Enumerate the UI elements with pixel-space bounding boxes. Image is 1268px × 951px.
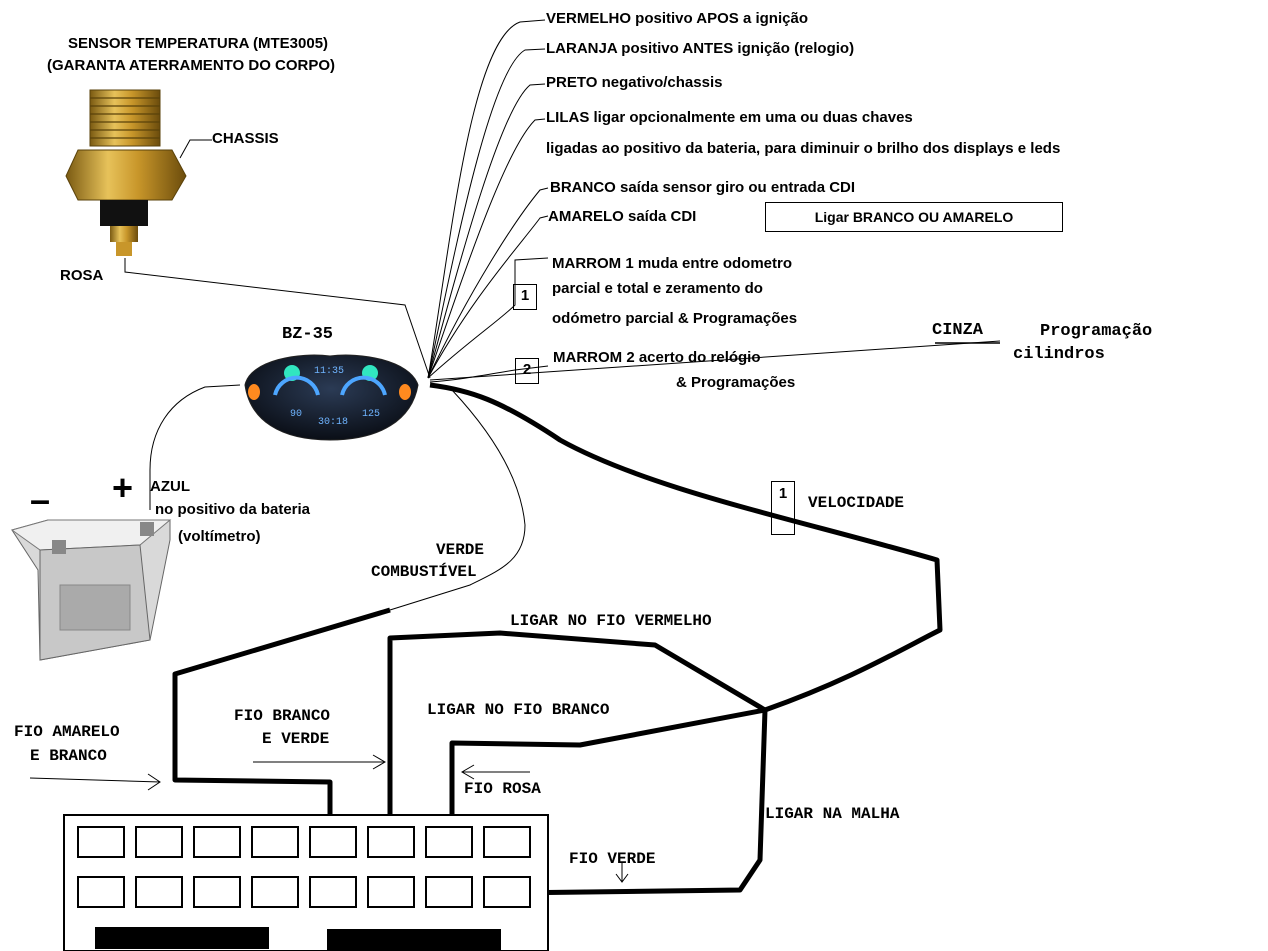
marrom1-label-line3: odómetro parcial & Programações <box>552 310 798 327</box>
azul-desc-line1: no positivo da bateria <box>155 501 311 518</box>
ligar-malha-label: LIGAR NA MALHA <box>765 805 900 823</box>
battery-minus: – <box>30 479 51 520</box>
fio-amarelo-label-line1: FIO AMARELO <box>14 723 120 741</box>
marrom2-number: 2 <box>515 358 539 384</box>
device-display-left: 90 <box>290 409 303 420</box>
combustivel-label: COMBUSTÍVEL <box>371 563 477 581</box>
wire-branco-label: BRANCO saída sensor giro ou entrada CDI <box>550 179 856 196</box>
device-display-time: 11:35 <box>314 366 345 377</box>
cinza-label: CINZA <box>932 321 984 340</box>
verde-label: VERDE <box>436 541 485 559</box>
fio-verde-label: FIO VERDE <box>569 850 656 868</box>
velocidade-number: 1 <box>771 481 795 535</box>
harness-thick-wires <box>172 382 943 896</box>
wire-preto-label: PRETO negativo/chassis <box>546 74 723 91</box>
wire-vermelho-label: VERMELHO positivo APOS a ignição <box>546 10 808 27</box>
ligar-fio-branco-label: LIGAR NO FIO BRANCO <box>427 701 610 719</box>
wire-laranja-label: LARANJA positivo ANTES ignição (relogio) <box>546 40 855 57</box>
ligar-fio-vermelho-label: LIGAR NO FIO VERMELHO <box>510 612 712 630</box>
marrom2-label-line1: MARROM 2 acerto do relógio <box>553 349 761 366</box>
fio-amarelo-label-line2: E BRANCO <box>30 747 107 765</box>
device-display-right: 125 <box>362 409 381 420</box>
rosa-label: ROSA <box>60 267 104 284</box>
connector-block <box>63 814 549 951</box>
wire-amarelo-label: AMARELO saída CDI <box>548 208 697 225</box>
device-name: BZ-35 <box>282 325 334 344</box>
fio-branco-verde-label-line2: E VERDE <box>262 730 330 748</box>
branco-amarelo-note-box: Ligar BRANCO OU AMARELO <box>765 202 1063 232</box>
wire-lilas-label-line1: LILAS ligar opcionalmente em uma ou duas… <box>546 109 913 126</box>
bz35-dashboard-image <box>244 354 419 441</box>
marrom2-label-line2: & Programações <box>676 374 796 391</box>
azul-label: AZUL <box>150 478 190 495</box>
temperature-sensor-image <box>65 89 187 256</box>
harness-thin-wires <box>124 19 1001 611</box>
battery-plus: + <box>112 467 134 508</box>
marrom1-number: 1 <box>513 284 537 310</box>
cinza-desc-line2: cilindros <box>1013 345 1105 364</box>
velocidade-label: VELOCIDADE <box>808 494 905 512</box>
arrows <box>29 754 629 883</box>
marrom1-label-line1: MARROM 1 muda entre odometro <box>552 255 793 272</box>
fio-rosa-label: FIO ROSA <box>464 780 541 798</box>
fio-branco-verde-label-line1: FIO BRANCO <box>234 707 331 725</box>
device-display-center: 30:18 <box>318 417 349 428</box>
chassis-label: CHASSIS <box>212 130 279 147</box>
sensor-subtitle: (GARANTA ATERRAMENTO DO CORPO) <box>47 57 336 74</box>
marrom1-label-line2: parcial e total e zeramento do <box>552 280 763 297</box>
wire-lilas-label-line2: ligadas ao positivo da bateria, para dim… <box>546 140 1061 157</box>
battery-image <box>10 519 172 661</box>
azul-desc-line2: (voltímetro) <box>178 528 261 545</box>
sensor-title: SENSOR TEMPERATURA (MTE3005) <box>68 35 329 52</box>
cinza-desc-line1: Programação <box>1040 322 1153 341</box>
